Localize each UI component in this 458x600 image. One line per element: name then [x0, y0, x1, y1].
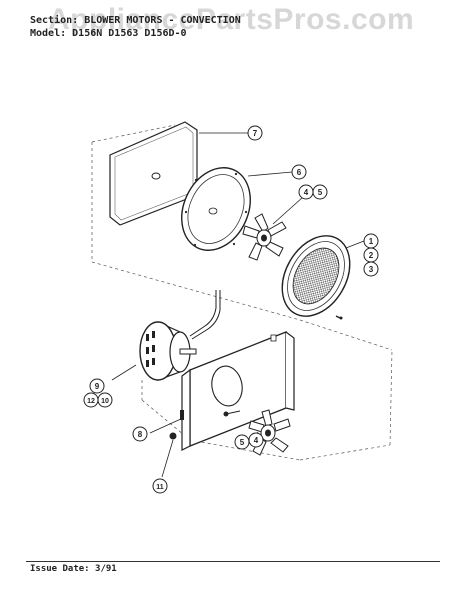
section-label: Section:: [30, 15, 79, 26]
callout-4-lower: 4: [248, 432, 264, 448]
flange-ring-part: [181, 167, 251, 251]
callout-5-upper-label: 5: [318, 188, 323, 197]
callout-3-label: 3: [369, 265, 374, 274]
section-row: Section: BLOWER MOTORS - CONVECTION: [30, 14, 241, 27]
footer-divider: [26, 561, 440, 562]
callout-4-upper: 4: [298, 184, 314, 200]
model-row: Model: D156N D1563 D156D-0: [30, 27, 241, 40]
callout-1-label: 1: [369, 237, 374, 246]
assembly-outline: [91, 124, 393, 461]
screw-part: [169, 410, 241, 440]
callout-3: 3: [363, 261, 379, 277]
issue-date: Issue Date: 3/91: [30, 564, 117, 574]
callout-9: 9: [89, 378, 105, 394]
callout-10-label: 10: [101, 398, 109, 405]
motor-bracket-part: [180, 331, 295, 451]
callout-4-lower-label: 4: [254, 436, 259, 445]
grille-cover-part: [281, 235, 351, 320]
callout-6-label: 6: [297, 168, 302, 177]
callout-5-lower: 5: [234, 434, 250, 450]
callout-2-label: 2: [369, 251, 374, 260]
callout-4-upper-label: 4: [304, 188, 309, 197]
callout-8: 8: [132, 426, 148, 442]
upper-fan-blade-part: [242, 213, 287, 261]
diagram-header: Section: BLOWER MOTORS - CONVECTION Mode…: [30, 14, 241, 40]
callout-5-upper: 5: [312, 184, 328, 200]
callout-10: 10: [97, 392, 113, 408]
model-label: Model:: [30, 28, 67, 39]
callout-7-label: 7: [253, 129, 258, 138]
callout-1: 1: [363, 233, 379, 249]
callout-11-label: 11: [156, 484, 164, 491]
section-value: BLOWER MOTORS - CONVECTION: [84, 15, 241, 26]
blower-motor-part: [139, 290, 221, 381]
callout-2: 2: [363, 247, 379, 263]
callout-6: 6: [291, 164, 307, 180]
watermark: AppliancePartsPros.com: [48, 3, 415, 36]
callout-11: 11: [152, 478, 168, 494]
callout-12-label: 12: [87, 398, 95, 405]
callout-7: 7: [247, 125, 263, 141]
callout-8-label: 8: [138, 430, 143, 439]
callout-5-lower-label: 5: [240, 438, 245, 447]
callout-12: 12: [83, 392, 99, 408]
callout-9-label: 9: [95, 382, 100, 391]
leader-lines: [111, 132, 365, 478]
model-value: D156N D1563 D156D-0: [72, 28, 187, 39]
